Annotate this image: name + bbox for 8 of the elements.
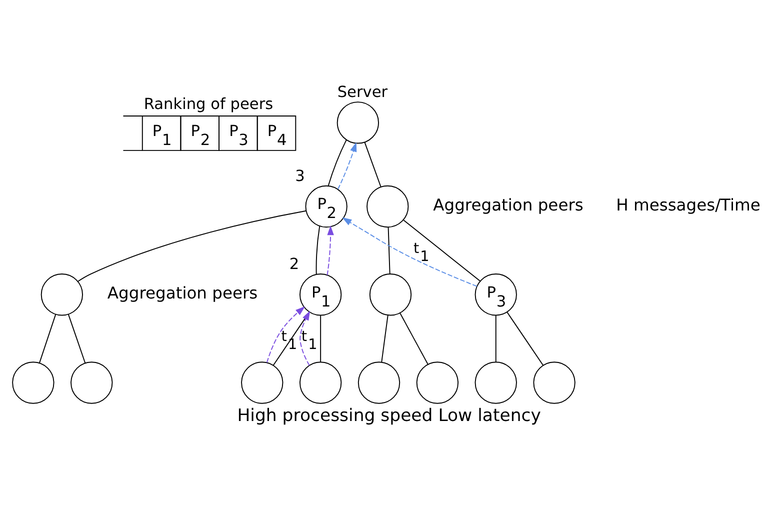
- node-label: Server: [337, 82, 388, 101]
- node-label: 2: [289, 254, 300, 273]
- label: Aggregation peers: [433, 194, 584, 214]
- label: H messages/Time: [616, 194, 760, 214]
- caption: High processing speed Low latency: [237, 405, 541, 426]
- label: Aggregation peers: [107, 283, 258, 302]
- node-label: 3: [295, 166, 305, 184]
- label: Ranking of peers: [144, 94, 274, 113]
